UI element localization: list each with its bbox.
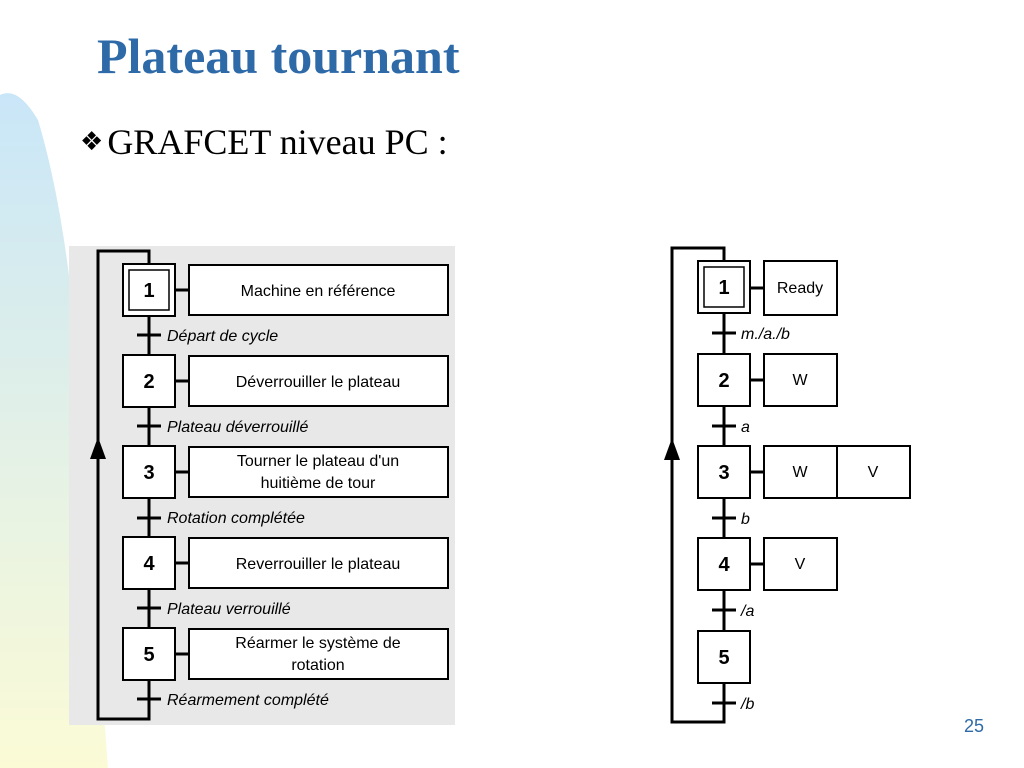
bullet-text: GRAFCET niveau PC :	[107, 122, 448, 162]
step-box	[122, 354, 176, 408]
step-box	[697, 260, 751, 314]
step-box	[697, 630, 751, 684]
action-box	[763, 445, 838, 499]
action-label: W	[792, 464, 808, 481]
action-label: V	[795, 556, 806, 573]
action-label: V	[868, 464, 879, 481]
transition-label: Départ de cycle	[167, 328, 278, 345]
transition-label: Rotation complétée	[167, 510, 305, 527]
step-box	[122, 627, 176, 681]
step-number: 4	[143, 553, 155, 575]
step-number: 5	[718, 647, 729, 669]
step-number: 1	[143, 280, 154, 302]
transition-label: m./a./b	[741, 326, 790, 343]
step-number: 2	[143, 371, 154, 393]
step-box	[697, 537, 751, 591]
action-box	[188, 628, 449, 680]
action-box	[763, 353, 838, 407]
transition-label: Réarmement complété	[167, 692, 329, 709]
transition-label: b	[741, 511, 750, 528]
step-box	[122, 263, 176, 317]
step-box	[122, 445, 176, 499]
action-label: Machine en référence	[241, 283, 396, 300]
diamond-bullet-icon: ❖	[80, 127, 104, 157]
action-box	[836, 445, 911, 499]
transition-label: a	[741, 419, 750, 436]
action-box	[188, 446, 449, 498]
step-number: 5	[143, 644, 154, 666]
step-box	[697, 353, 751, 407]
step-box	[697, 445, 751, 499]
action-box	[188, 355, 449, 407]
action-box	[763, 537, 838, 591]
step-number: 4	[718, 554, 730, 576]
step-number: 2	[718, 370, 729, 392]
step-number: 3	[143, 462, 154, 484]
transition-label: /a	[740, 603, 754, 620]
bullet-item: ❖GRAFCET niveau PC :	[80, 120, 448, 164]
action-box	[763, 260, 838, 316]
action-label: W	[792, 372, 808, 389]
action-box	[188, 537, 449, 589]
return-arrow-icon	[664, 438, 680, 460]
return-arrow-icon	[90, 437, 106, 459]
page-number: 25	[964, 716, 985, 736]
transition-label: Plateau verrouillé	[167, 601, 291, 618]
step-number: 1	[718, 277, 729, 299]
action-label: Déverrouiller le plateau	[236, 374, 401, 391]
slide-title: Plateau tournant	[97, 28, 460, 84]
action-label: Reverrouiller le plateau	[236, 556, 401, 573]
action-box	[188, 264, 449, 316]
transition-label: /b	[740, 696, 754, 713]
action-label: Ready	[777, 280, 823, 297]
step-number: 3	[718, 462, 729, 484]
transition-label: Plateau déverrouillé	[167, 419, 309, 436]
step-box	[122, 536, 176, 590]
